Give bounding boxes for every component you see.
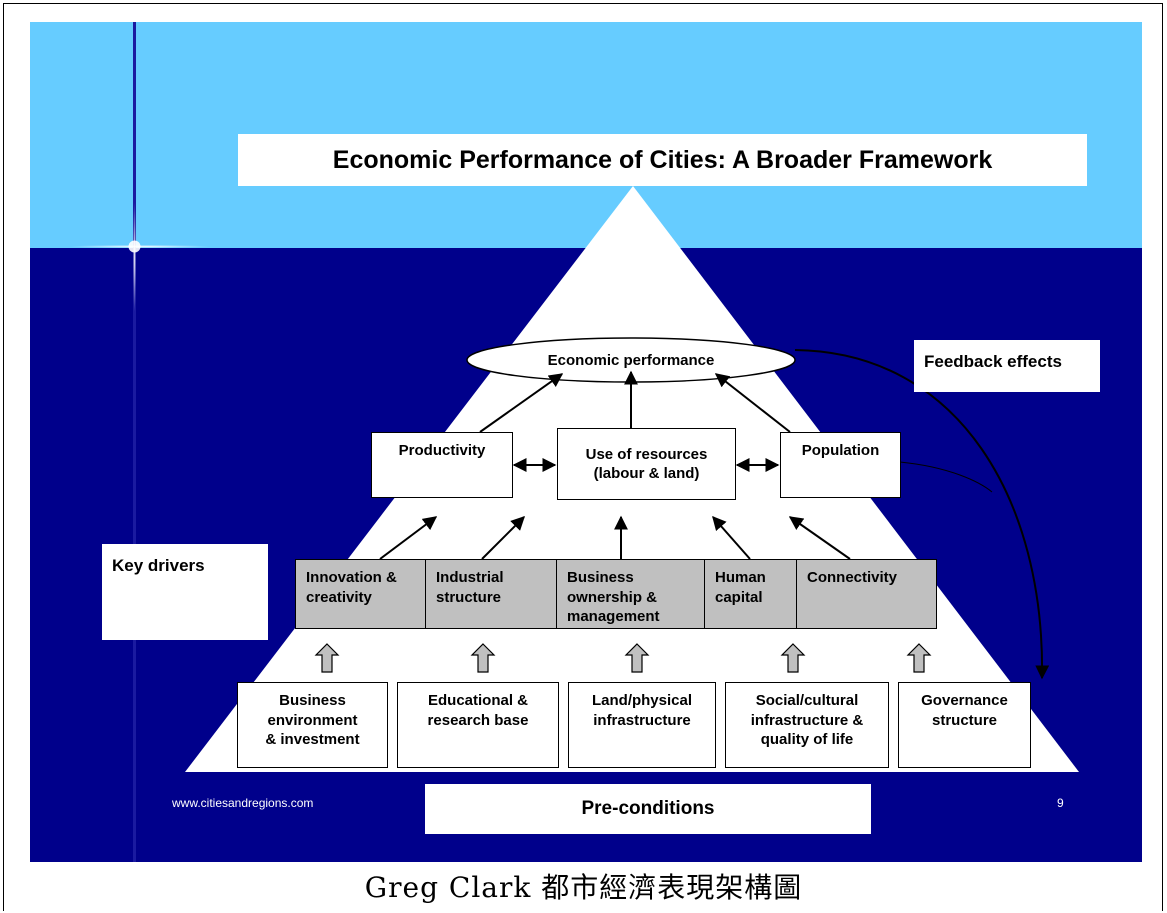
feedback-thin-curve xyxy=(899,461,993,493)
frame-border xyxy=(3,3,1163,911)
arrow-productivity-to-performance xyxy=(479,373,564,433)
precondition-land-infrastructure: Land/physical infrastructure xyxy=(568,682,716,768)
driver-industrial-structure: Industrial structure xyxy=(425,559,557,629)
up-arrow-1 xyxy=(314,643,340,673)
feedback-curve xyxy=(794,349,1050,680)
feedback-effects-label: Feedback effects xyxy=(914,340,1100,392)
caption: Greg Clark 都市經濟表現架構圖 xyxy=(364,871,803,904)
sparkle-vertical xyxy=(133,202,136,312)
node-use-of-resources: Use of resources (labour & land) xyxy=(557,428,736,500)
driver-connectivity: Connectivity xyxy=(796,559,937,629)
precondition-governance: Governance structure xyxy=(898,682,1031,768)
up-arrows xyxy=(314,643,932,673)
preconditions-label: Pre-conditions xyxy=(425,784,871,834)
precondition-educational-base: Educational & research base xyxy=(397,682,559,768)
accent-line xyxy=(133,22,136,862)
page-number: 9 xyxy=(1057,796,1064,810)
node-population: Population xyxy=(780,432,901,498)
up-arrow-2 xyxy=(470,643,496,673)
website-footer: www.citiesandregions.com xyxy=(172,796,314,810)
key-drivers-label: Key drivers xyxy=(102,544,268,640)
arrow-connectivity-to-population xyxy=(788,516,851,560)
slide: Economic Performance of Cities: A Broade… xyxy=(30,22,1142,862)
precondition-business-environment: Business environment & investment xyxy=(237,682,388,768)
slide-title: Economic Performance of Cities: A Broade… xyxy=(238,134,1087,186)
driver-innovation: Innovation & creativity xyxy=(295,559,426,629)
up-arrow-5 xyxy=(906,643,932,673)
economic-performance-label: Economic performance xyxy=(547,351,715,369)
up-arrow-3 xyxy=(624,643,650,673)
precondition-social-cultural: Social/cultural infrastructure & quality… xyxy=(725,682,889,768)
arrow-innovation-to-productivity xyxy=(379,516,438,560)
arrow-population-to-performance xyxy=(714,373,791,433)
node-productivity: Productivity xyxy=(371,432,513,498)
driver-human-capital: Human capital xyxy=(704,559,797,629)
sparkle-core xyxy=(128,240,141,253)
up-arrow-4 xyxy=(780,643,806,673)
arrow-industrial-to-productivity xyxy=(481,516,525,560)
driver-business-ownership: Business ownership & management xyxy=(556,559,705,629)
arrow-human-to-resources xyxy=(712,515,751,560)
